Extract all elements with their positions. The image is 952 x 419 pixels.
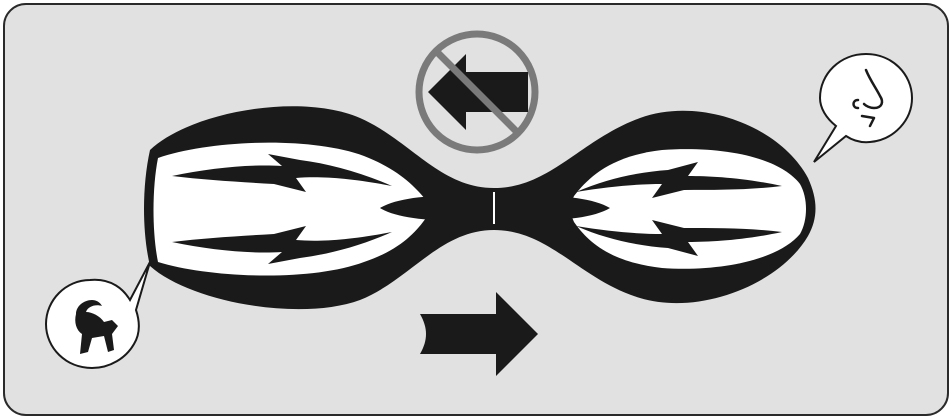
no-backward-riding-icon [419,34,535,150]
